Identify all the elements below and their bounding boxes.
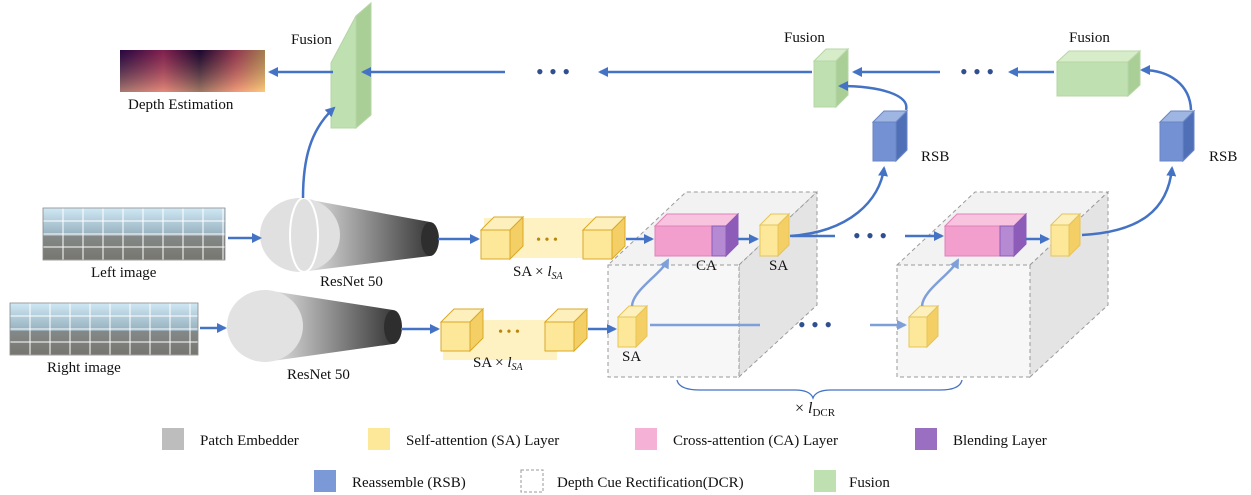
sa-block-bottom-1	[616, 304, 649, 349]
legend-swatch-reassemble	[314, 470, 336, 492]
arrow-sa2-to-rsb2	[1081, 166, 1177, 237]
ellipsis-sa-left: • • •	[536, 233, 558, 248]
rsb-label-1: RSB	[921, 149, 949, 165]
sa-block-bottom-2	[907, 304, 940, 349]
connection-arrows	[200, 65, 1193, 334]
resnet-label-left: ResNet 50	[320, 274, 383, 290]
arrow-resnet-to-fusion1	[301, 106, 336, 199]
arrow-rsb1-to-fusion2	[838, 81, 908, 111]
legend-label-cross-attention: Cross-attention (CA) Layer	[673, 433, 838, 449]
legend-swatch-blending	[915, 428, 937, 450]
fusion-label-2: Fusion	[784, 30, 825, 46]
ca-label: CA	[696, 258, 717, 274]
legend-label-patch-embedder: Patch Embedder	[200, 433, 299, 449]
arrow-rsb2-to-fusion3	[1140, 65, 1193, 111]
arrow-sa-bottom2-to-ca2	[920, 258, 960, 307]
arrow-sa-bottom1-to-ca1	[630, 258, 670, 307]
sa-block-top-2	[1049, 212, 1082, 258]
sa-stack-right: • • •	[439, 307, 589, 360]
depth-estimation-image	[120, 50, 265, 92]
legend: Patch Embedder Self-attention (SA) Layer…	[162, 428, 1047, 493]
arrow-sa1-to-rsb1	[789, 166, 888, 238]
sa-times-label-left: SA × lSA	[513, 264, 563, 282]
resnet-encoder-left	[260, 197, 439, 273]
ellipsis-mid-top: • • •	[853, 223, 887, 248]
ellipsis-top-1: • • •	[536, 59, 570, 84]
ca-block-1	[653, 212, 740, 258]
legend-swatch-fusion	[814, 470, 836, 492]
light-connection-arrows	[630, 258, 960, 330]
ellipsis-mid-bottom: • • •	[798, 312, 832, 337]
rsb-block-2	[1158, 109, 1196, 163]
ca-block-2	[943, 212, 1028, 258]
legend-label-self-attention: Self-attention (SA) Layer	[406, 433, 559, 449]
sa-block-top-1	[758, 212, 791, 258]
ellipsis-top-2: • • •	[960, 59, 994, 84]
fusion-block-1	[330, 1, 372, 130]
sa-stack-left: • • •	[479, 215, 627, 261]
rsb-block-1	[871, 109, 909, 163]
resnet-label-right: ResNet 50	[287, 367, 350, 383]
dcr-times-label: × lDCR	[795, 400, 836, 419]
fusion-block-2	[812, 47, 850, 109]
rsb-label-2: RSB	[1209, 149, 1237, 165]
legend-label-blending: Blending Layer	[953, 433, 1047, 449]
legend-label-dcr: Depth Cue Rectification(DCR)	[557, 475, 744, 491]
legend-label-reassemble: Reassemble (RSB)	[352, 475, 466, 491]
right-image-label: Right image	[47, 360, 121, 376]
right-image	[9, 302, 199, 356]
left-image-label: Left image	[91, 265, 157, 281]
depth-estimation-label: Depth Estimation	[128, 97, 234, 113]
sa-label-top: SA	[769, 258, 788, 274]
resnet-encoder-right	[227, 290, 402, 362]
dcr-repeat-bracket	[676, 379, 963, 400]
fusion-label-1: Fusion	[291, 32, 332, 48]
legend-label-fusion: Fusion	[849, 475, 890, 491]
fusion-label-3: Fusion	[1069, 30, 1110, 46]
fusion-block-3	[1055, 49, 1142, 98]
ellipsis-sa-right: • • •	[498, 325, 520, 340]
left-image	[42, 207, 226, 261]
sa-label-bottom: SA	[622, 349, 641, 365]
legend-swatch-cross-attention	[635, 428, 657, 450]
sa-times-label-right: SA × lSA	[473, 355, 523, 373]
legend-swatch-patch-embedder	[162, 428, 184, 450]
legend-swatch-dcr	[520, 469, 544, 493]
legend-swatch-self-attention	[368, 428, 390, 450]
